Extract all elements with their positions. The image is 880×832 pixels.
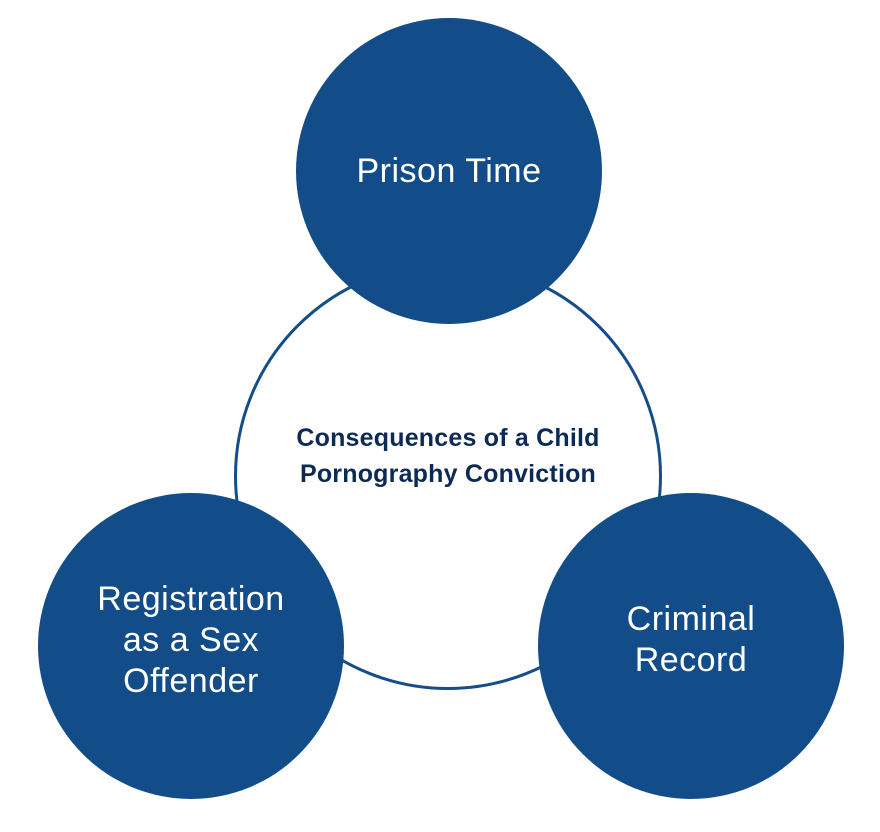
sex-offender-registration-label-line-2: as a Sex	[122, 620, 260, 659]
sex-offender-registration-node: Registration as a Sex Offender	[38, 493, 344, 799]
criminal-record-label: Criminal Record	[591, 599, 791, 681]
criminal-record-label-line-2: Record	[634, 641, 748, 679]
sex-offender-registration-label-line-1: Registration	[97, 579, 285, 618]
sex-offender-registration-label: Registration as a Sex Offender	[76, 579, 306, 702]
center-label-line-2: Pornography Conviction	[299, 460, 597, 488]
center-label: Consequences of a Child Pornography Conv…	[250, 420, 646, 492]
prison-time-node: Prison Time	[296, 18, 602, 324]
criminal-record-label-line-1: Criminal	[626, 600, 756, 638]
criminal-record-node: Criminal Record	[538, 493, 844, 799]
prison-time-label-line-1: Prison Time	[356, 151, 542, 190]
prison-time-label: Prison Time	[357, 151, 542, 192]
center-label-line-1: Consequences of a Child	[296, 424, 600, 452]
sex-offender-registration-label-line-3: Offender	[123, 661, 259, 700]
